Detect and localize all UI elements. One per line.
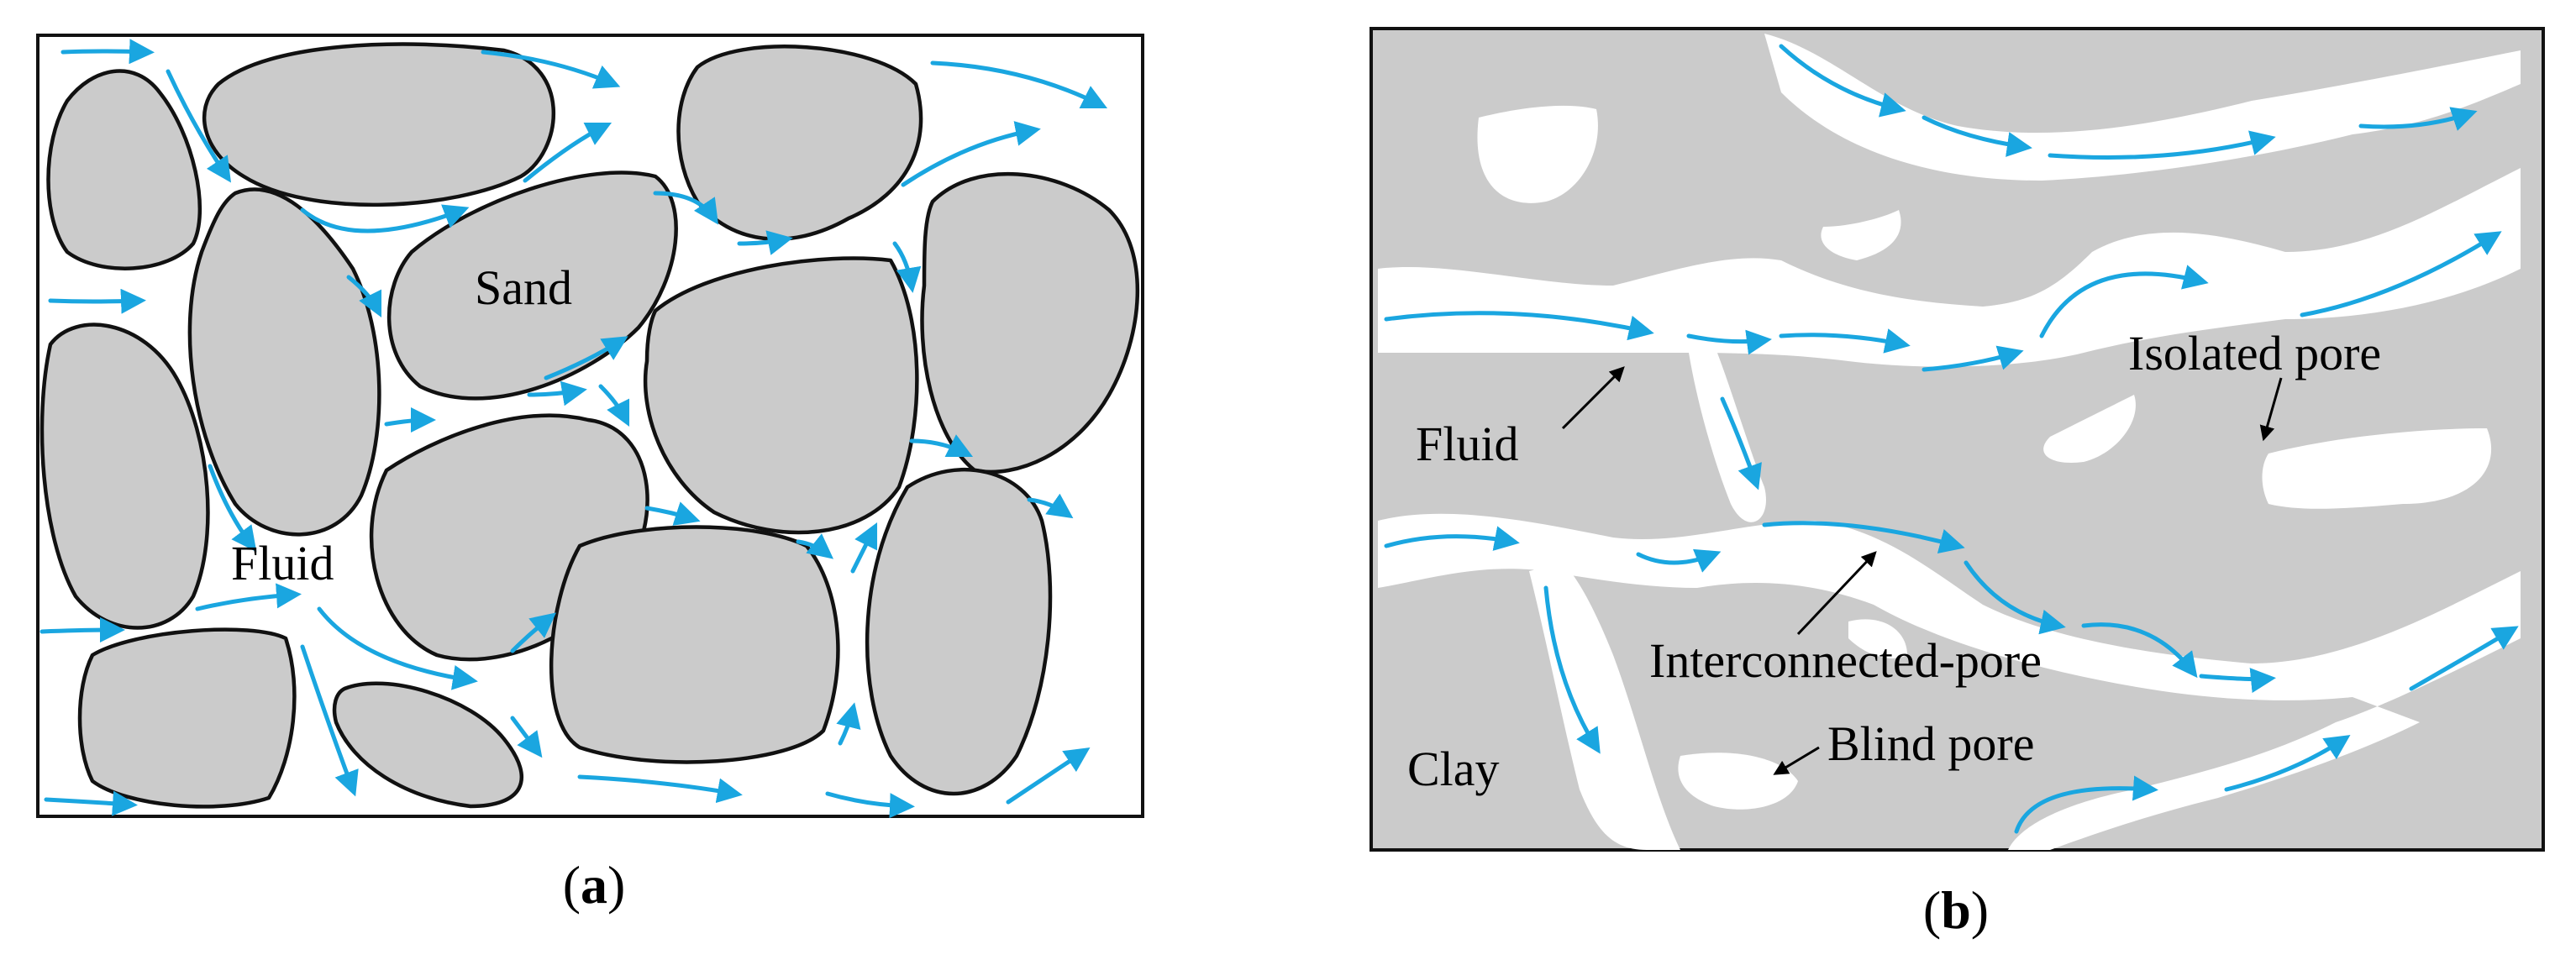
- fluid-flow-arrow: [1921, 345, 2024, 372]
- blind-pore: [1678, 753, 1798, 810]
- sand-grain: [187, 187, 381, 537]
- panel-b-flow-arrows: [1384, 44, 2519, 834]
- fluid-flow-arrow: [346, 275, 382, 318]
- isolated-pore: [2262, 428, 2492, 509]
- fluid-flow-arrow: [2014, 775, 2158, 834]
- fluid-flow-arrow: [1964, 560, 2066, 635]
- fluid-flow-arrow: [1636, 548, 1722, 573]
- fluid-flow-arrow: [1384, 526, 1520, 551]
- panel-b: Fluid Isolated pore Interconnected-pore …: [1369, 27, 2545, 940]
- fluid-flow-arrow: [1384, 311, 1654, 341]
- fluid-flow-arrow: [60, 39, 155, 65]
- fluid-flow-arrow: [2409, 626, 2519, 691]
- sand-grain: [202, 42, 555, 207]
- fluid-flow-arrow: [1779, 44, 1906, 118]
- interconnected-pore: [1378, 168, 2521, 367]
- fluid-flow-arrow: [1543, 585, 1601, 754]
- fluid-flow-arrow: [796, 533, 834, 559]
- fluid-flow-arrow: [1779, 328, 1911, 354]
- sand-grain: [549, 525, 840, 764]
- fluid-flow-arrow: [300, 204, 470, 233]
- fluid-flow-arrow: [2048, 130, 2276, 160]
- panel-a-flow-arrows: [39, 39, 1108, 819]
- interconnected-pore: [1529, 563, 1680, 850]
- label-isolated-pore: Isolated pore: [2128, 326, 2381, 380]
- fluid-flow-arrow: [2199, 668, 2276, 694]
- fluid-flow-arrow: [2224, 735, 2351, 792]
- fluid-flow-arrow: [1762, 521, 1965, 554]
- fluid-flow-arrow: [48, 288, 146, 314]
- annotation-pointers: [1561, 366, 2283, 775]
- interconnected-pore: [1378, 513, 2521, 850]
- fluid-flow-arrow: [2358, 107, 2478, 131]
- sand-grain: [39, 323, 210, 630]
- fluid-flow-arrow: [825, 791, 915, 819]
- fluid-flow-arrow: [930, 60, 1108, 109]
- fluid-flow-arrow: [510, 716, 543, 758]
- fluid-flow-arrow: [892, 241, 922, 293]
- sand-grain: [920, 171, 1139, 475]
- fluid-flow-arrow: [653, 191, 718, 225]
- fluid-flow-arrow: [850, 522, 878, 574]
- label-fluid-a: Fluid: [231, 536, 334, 590]
- sand-grain: [676, 45, 923, 241]
- caption-a: (a): [563, 855, 626, 915]
- fluid-flow-arrow: [1006, 747, 1091, 805]
- fluid-flow-arrow: [44, 790, 138, 816]
- fluid-flow-arrow: [644, 501, 701, 526]
- sand-grain: [865, 468, 1053, 796]
- fluid-flow-arrow: [2039, 265, 2209, 338]
- fluid-flow-arrow: [39, 617, 126, 643]
- fluid-flow-arrow: [1921, 115, 2032, 157]
- fluid-flow-arrow: [1027, 493, 1074, 519]
- fluid-flow-arrow: [577, 774, 743, 804]
- fluid-flow-arrow: [510, 612, 557, 653]
- fluid-flow-arrow: [544, 336, 628, 380]
- caption-b: (b): [1923, 880, 1989, 940]
- label-sand: Sand: [475, 260, 572, 315]
- isolated-pore: [1821, 210, 1901, 260]
- label-clay: Clay: [1407, 742, 1500, 796]
- pointer-fluid: [1561, 366, 1625, 430]
- fluid-flow-arrow: [909, 434, 974, 458]
- interconnected-pore: [1764, 34, 2521, 181]
- label-fluid-b: Fluid: [1416, 417, 1519, 471]
- fluid-flow-arrow: [901, 121, 1041, 187]
- sand-grain: [77, 627, 297, 809]
- pointer-blind-pore: [1773, 746, 1820, 775]
- label-interconnected-pore: Interconnected-pore: [1649, 633, 2042, 688]
- fluid-flow-arrow: [1686, 329, 1772, 355]
- fluid-flow-arrow: [166, 69, 231, 183]
- fluid-flow-arrow: [208, 464, 257, 553]
- panel-a: Sand Fluid (a): [36, 34, 1144, 915]
- fluid-flow-arrow: [598, 384, 630, 427]
- fluid-flow-arrow: [384, 407, 437, 433]
- fluid-flow-arrow: [527, 380, 587, 406]
- fluid-flow-arrow: [523, 122, 612, 183]
- sand-grain: [643, 256, 919, 535]
- pore-network: [1378, 34, 2521, 850]
- pointer-isolated-pore: [2259, 377, 2283, 442]
- fluid-flow-arrow: [300, 644, 359, 797]
- label-blind-pore: Blind pore: [1827, 716, 2034, 771]
- fluid-flow-arrow: [2300, 231, 2502, 317]
- fluid-flow-arrow: [2081, 622, 2198, 679]
- isolated-pore: [1477, 105, 1598, 203]
- fluid-flow-arrow: [737, 230, 793, 255]
- sand-grain: [332, 681, 523, 809]
- sand-grains: [39, 42, 1139, 809]
- pointer-interconnected-pore: [1796, 551, 1877, 636]
- fluid-flow-arrow: [195, 583, 302, 611]
- sand-grain: [46, 69, 202, 270]
- fluid-flow-arrow: [317, 606, 478, 690]
- isolated-pore: [1848, 619, 1907, 658]
- fluid-flow-arrow: [836, 702, 861, 746]
- fluid-flow-arrow: [1720, 396, 1762, 490]
- isolated-pore: [2043, 395, 2136, 463]
- fluid-flow-arrow: [481, 50, 621, 89]
